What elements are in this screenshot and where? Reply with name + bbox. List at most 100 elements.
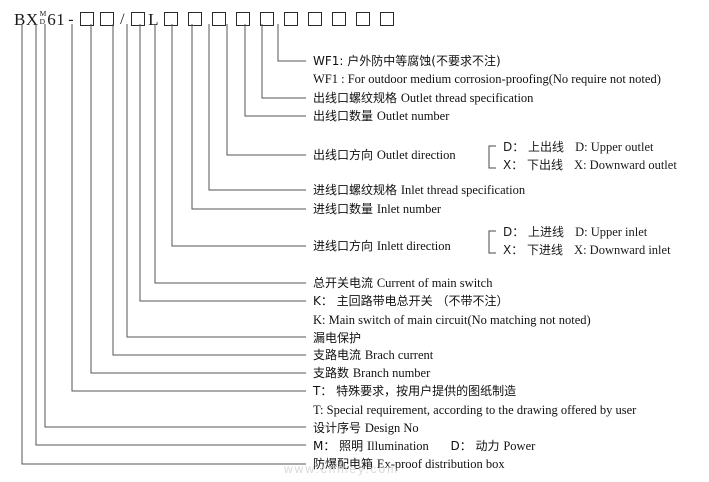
label-branch-current-cn: 支路电流: [313, 348, 362, 362]
code-box-12[interactable]: [355, 12, 370, 26]
code-box-4[interactable]: [163, 12, 178, 26]
leader-ticks: [21, 24, 279, 34]
label-branch-number: 支路数 Branch number: [313, 366, 430, 380]
label-outlet-direction: 出线口方向 Outlet direction: [313, 148, 456, 162]
option-outlet-direction-upper: D： 上出线 D: Upper outlet: [503, 140, 654, 155]
option-inlet-direction-upper: D： 上进线 D: Upper inlet: [503, 225, 647, 240]
code-box-11[interactable]: [331, 12, 346, 26]
option-inlet-upper-en: D: Upper inlet: [575, 225, 648, 239]
leader-inlet-thread: [208, 24, 306, 191]
leader-paths: [21, 24, 306, 465]
leader-outlet-thread: [261, 24, 306, 99]
label-branch-current-en: Brach current: [364, 348, 434, 362]
leader-product-name: [21, 24, 306, 465]
label-product-name: 防爆配电箱 Ex-proof distribution box: [313, 457, 505, 471]
label-inlet-direction-cn: 进线口方向: [313, 239, 374, 253]
code-prefix: BX: [14, 10, 39, 29]
label-illumination-power: M： 照明 Illumination D： 动力 Power: [313, 439, 535, 453]
code-box-13[interactable]: [379, 12, 394, 26]
option-inlet-downward-en: X: Downward inlet: [574, 243, 671, 257]
option-outlet-upper-en: D: Upper outlet: [575, 140, 654, 154]
leader-outlet-number: [244, 24, 306, 117]
label-outlet-thread-spec: 出线口螺纹规格 Outlet thread specification: [313, 91, 533, 105]
label-outlet-number: 出线口数量 Outlet number: [313, 109, 449, 123]
code-box-6[interactable]: [211, 12, 226, 26]
label-power-cn: D： 动力: [450, 439, 500, 453]
label-product-name-en: Ex-proof distribution box: [376, 457, 505, 471]
leader-illumination-power: [35, 24, 306, 446]
label-outlet-thread-spec-cn: 出线口螺纹规格: [313, 91, 398, 105]
label-special-requirement-cn: T： 特殊要求，按用户提供的图纸制造: [313, 384, 517, 398]
code-dash: -: [68, 11, 75, 28]
option-outlet-downward-en: X: Downward outlet: [574, 158, 677, 172]
code-box-3[interactable]: [131, 12, 146, 26]
leader-main-switch-k: [139, 24, 306, 302]
leader-design-no: [44, 24, 306, 428]
option-brackets: [488, 145, 496, 254]
leader-leakage-protection: [126, 24, 306, 338]
bracket-outlet-direction: [488, 145, 496, 169]
label-branch-number-en: Branch number: [352, 366, 431, 380]
option-outlet-downward-cn: X： 下出线: [503, 158, 564, 172]
option-outlet-direction-downward: X： 下出线 X: Downward outlet: [503, 158, 677, 173]
leader-branch-number: [90, 24, 306, 374]
code-box-8[interactable]: [259, 12, 274, 26]
code-box-9[interactable]: [283, 12, 298, 26]
label-outlet-thread-spec-en: Outlet thread specification: [400, 91, 534, 105]
label-inlet-thread-spec-en: Inlet thread specification: [400, 183, 526, 197]
code-superscript-m: M: [39, 9, 47, 18]
label-main-switch-k-cn: K： 主回路带电总开关 （不带不注）: [313, 294, 509, 308]
leader-main-switch-current: [154, 24, 306, 284]
label-main-switch-current-en: Current of main switch: [376, 276, 493, 290]
label-main-switch-k-en: K: Main switch of main circuit(No matchi…: [313, 313, 591, 327]
label-design-no: 设计序号 Design No: [313, 421, 419, 435]
label-design-no-cn: 设计序号: [313, 421, 362, 435]
leader-special-requirement: [71, 24, 306, 392]
code-box-5[interactable]: [187, 12, 202, 26]
label-inlet-thread-spec-cn: 进线口螺纹规格: [313, 183, 398, 197]
option-inlet-downward-cn: X： 下进线: [503, 243, 564, 257]
label-main-switch-current-cn: 总开关电流: [313, 276, 374, 290]
label-branch-current: 支路电流 Brach current: [313, 348, 433, 362]
label-inlet-number: 进线口数量 Inlet number: [313, 202, 441, 216]
label-outdoor-proofing-cn: WF1: 户外防中等腐蚀(不要求不注): [313, 54, 501, 68]
label-outlet-number-cn: 出线口数量: [313, 109, 374, 123]
label-outdoor-proofing-en: WF1 : For outdoor medium corrosion-proof…: [313, 72, 661, 86]
label-branch-number-cn: 支路数: [313, 366, 350, 380]
label-inlet-direction-en: Inlett direction: [376, 239, 451, 253]
code-box-10[interactable]: [307, 12, 322, 26]
leader-branch-current: [112, 24, 306, 356]
code-box-7[interactable]: [235, 12, 250, 26]
leader-outlet-direction: [226, 24, 306, 156]
code-box-1[interactable]: [80, 12, 95, 26]
label-special-requirement-en: T: Special requirement, according to the…: [313, 403, 637, 417]
label-power-en: Power: [503, 439, 536, 453]
label-inlet-number-en: Inlet number: [376, 202, 442, 216]
bracket-inlet-direction: [488, 230, 496, 254]
code-series: 61: [47, 10, 66, 29]
label-product-name-cn: 防爆配电箱: [313, 457, 374, 471]
option-inlet-direction-downward: X： 下进线 X: Downward inlet: [503, 243, 671, 258]
option-outlet-upper-cn: D： 上出线: [503, 140, 565, 154]
label-illumination-cn: M： 照明: [313, 439, 364, 453]
leader-inlet-number: [191, 24, 306, 210]
label-leakage-protection: 漏电保护: [313, 331, 362, 345]
leader-outdoor-proofing: [277, 24, 306, 62]
label-inlet-number-cn: 进线口数量: [313, 202, 374, 216]
label-inlet-direction: 进线口方向 Inlett direction: [313, 239, 451, 253]
label-inlet-thread-spec: 进线口螺纹规格 Inlet thread specification: [313, 183, 525, 197]
label-outlet-direction-cn: 出线口方向: [313, 148, 374, 162]
code-slash: /: [120, 11, 126, 28]
label-illumination-en: Illumination: [367, 439, 429, 453]
leader-inlet-direction: [171, 24, 306, 247]
code-box-2[interactable]: [100, 12, 115, 26]
code-letter-l: L: [148, 10, 159, 29]
watermark: www.cnmey.com: [284, 462, 400, 476]
label-outlet-direction-en: Outlet direction: [376, 148, 456, 162]
label-design-no-en: Design No: [364, 421, 419, 435]
label-main-switch-current: 总开关电流 Current of main switch: [313, 276, 492, 290]
